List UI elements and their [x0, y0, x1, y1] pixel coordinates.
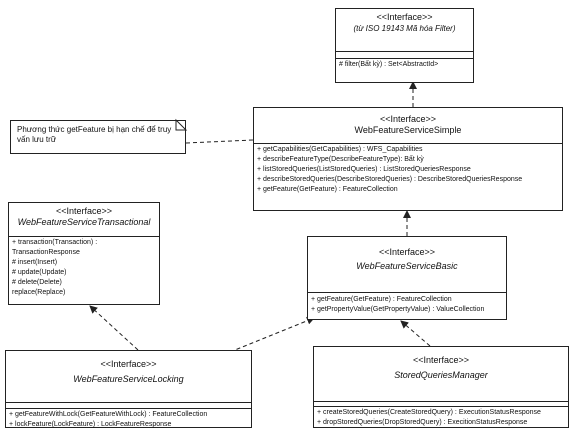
- transactional-name: WebFeatureServiceTransactional: [17, 217, 151, 227]
- simple-name: WebFeatureServiceSimple: [354, 125, 462, 135]
- transactional-op: # update(Update): [12, 269, 67, 276]
- dependency-stored-basic: [400, 320, 431, 347]
- transactional-op: + transaction(Transaction) :: [12, 239, 98, 246]
- stored-queries-interface-box: <<Interface>> StoredQueriesManager + cre…: [313, 346, 569, 428]
- note: Phương thức getFeature bị hạn chế để tru…: [10, 120, 186, 154]
- basic-op: + getPropertyValue(GetPropertyValue) : V…: [311, 306, 485, 313]
- stored-stereotype: <<Interface>>: [412, 355, 470, 365]
- transactional-interface-box: <<Interface>> WebFeatureServiceTransacti…: [8, 202, 160, 305]
- transactional-ops: + transaction(Transaction) : Transaction…: [9, 237, 159, 299]
- dependency-locking-basic: [229, 316, 315, 353]
- locking-name: WebFeatureServiceLocking: [73, 374, 184, 384]
- stored-ops: + createStoredQueries(CreateStoredQuery)…: [314, 407, 568, 429]
- simple-stereotype: <<Interface>>: [379, 114, 437, 124]
- transactional-op: # insert(Insert): [12, 259, 58, 266]
- filter-stereotype: <<Interface>>: [376, 12, 433, 22]
- filter-ops: # filter(Bất kỳ) : Set<AbstractId>: [336, 59, 473, 71]
- note-text: Phương thức getFeature bị hạn chế để tru…: [17, 125, 172, 144]
- filter-interface-box: <<Interface>> (từ ISO 19143 Mã hóa Filte…: [335, 8, 474, 83]
- stored-op: + dropStoredQueries(DropStoredQuery) : E…: [317, 419, 528, 426]
- dependency-locking-transactional: [89, 305, 139, 351]
- basic-interface-box: <<Interface>> WebFeatureServiceBasic + g…: [307, 236, 507, 320]
- locking-interface-box: <<Interface>> WebFeatureServiceLocking +…: [5, 350, 252, 428]
- basic-op: + getFeature(GetFeature) : FeatureCollec…: [311, 296, 452, 303]
- simple-op: + getCapabilities(GetCapabilities) : WFS…: [257, 146, 423, 153]
- transactional-op: replace(Replace): [12, 289, 66, 296]
- simple-op: + describeFeatureType(DescribeFeatureTyp…: [257, 156, 424, 163]
- simple-op: + getFeature(GetFeature) : FeatureCollec…: [257, 186, 398, 193]
- basic-stereotype: <<Interface>>: [378, 247, 436, 257]
- simple-ops: + getCapabilities(GetCapabilities) : WFS…: [254, 144, 562, 196]
- filter-name: (từ ISO 19143 Mã hóa Filter): [353, 24, 456, 33]
- locking-ops: + getFeatureWithLock(GetFeatureWithLock)…: [6, 409, 251, 431]
- simple-op: + describeStoredQueries(DescribeStoredQu…: [257, 176, 523, 183]
- stored-op: + createStoredQueries(CreateStoredQuery)…: [317, 409, 541, 416]
- simple-interface-box: <<Interface>> WebFeatureServiceSimple + …: [253, 107, 563, 211]
- locking-stereotype: <<Interface>>: [100, 359, 157, 369]
- stored-name: StoredQueriesManager: [394, 370, 488, 380]
- transactional-op: # delete(Delete): [12, 279, 62, 286]
- filter-op: # filter(Bất kỳ) : Set<AbstractId>: [339, 61, 439, 68]
- basic-name: WebFeatureServiceBasic: [356, 261, 458, 271]
- basic-ops: + getFeature(GetFeature) : FeatureCollec…: [308, 293, 506, 316]
- locking-op: + lockFeature(LockFeature) : LockFeature…: [9, 421, 172, 428]
- locking-op: + getFeatureWithLock(GetFeatureWithLock)…: [9, 411, 208, 418]
- transactional-op: TransactionResponse: [12, 249, 80, 256]
- transactional-stereotype: <<Interface>>: [55, 206, 113, 216]
- simple-op: + listStoredQueries(ListStoredQueries) :…: [257, 166, 471, 173]
